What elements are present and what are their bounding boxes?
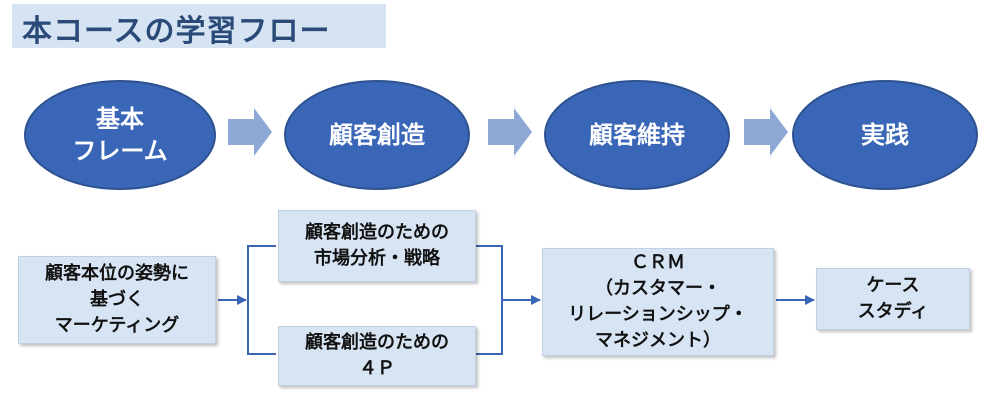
box-crm: ＣＲＭ （カスタマー・ リレーションシップ・ マネジメント） (542, 248, 774, 356)
flow-step-practice: 実践 (792, 80, 978, 190)
box-customer-centric-marketing: 顧客本位の姿勢に 基づく マーケティング (18, 256, 216, 344)
flow-step-basic-framework: 基本 フレーム (24, 80, 216, 190)
box-case-study: ケース スタディ (816, 268, 970, 330)
flow-step-customer-creation: 顧客創造 (284, 80, 470, 190)
flow-step-customer-retention: 顧客維持 (544, 80, 730, 190)
box-4p: 顧客創造のための ４Ｐ (278, 326, 476, 386)
page-title: 本コースの学習フロー (22, 14, 331, 49)
box-market-analysis-strategy: 顧客創造のための 市場分析・戦略 (278, 210, 476, 282)
branch-right-bracket (476, 245, 503, 355)
chevron-right-icon (744, 108, 788, 156)
title-banner: 本コースの学習フロー (12, 4, 386, 49)
chevron-right-icon (488, 108, 532, 156)
chevron-right-icon (228, 108, 272, 156)
branch-left-bracket (247, 245, 276, 355)
